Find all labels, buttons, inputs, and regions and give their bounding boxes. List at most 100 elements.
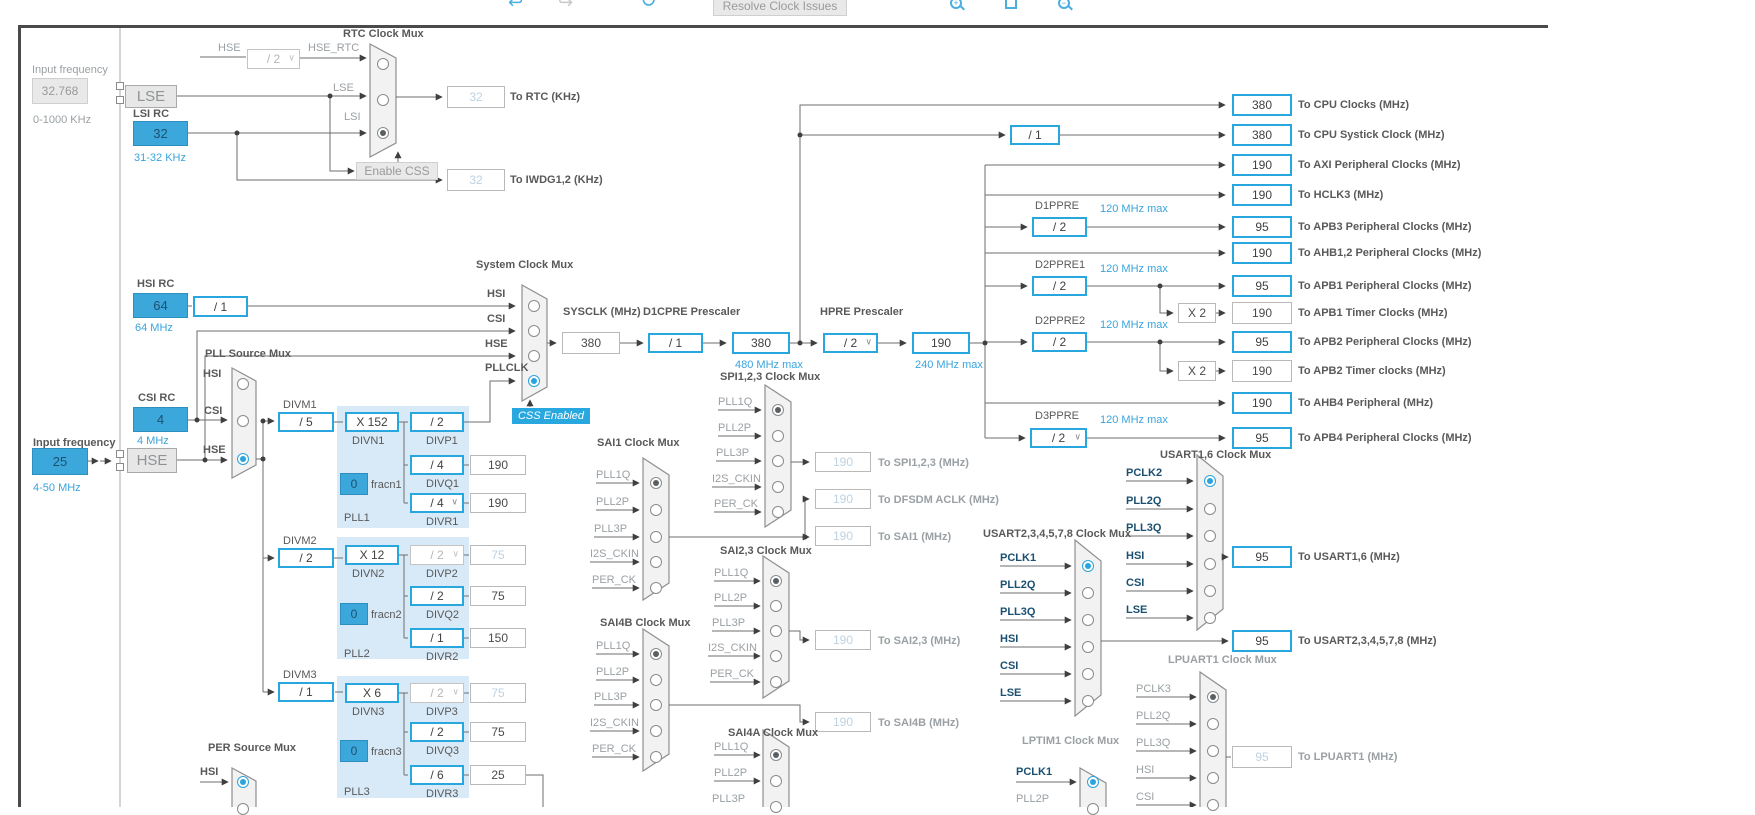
- radio-usart2-csi[interactable]: [1082, 668, 1094, 680]
- radio-usart2-pclk1[interactable]: [1082, 560, 1094, 572]
- cpu-systick-freq-box[interactable]: 380: [1232, 124, 1292, 146]
- hse-source-box[interactable]: HSE: [127, 448, 177, 473]
- radio-per-hsi[interactable]: [237, 776, 249, 788]
- radio-per-csi[interactable]: [237, 803, 249, 815]
- fracn3-box[interactable]: 0: [340, 740, 368, 762]
- radio-sys-csi[interactable]: [528, 325, 540, 337]
- cpu-clocks-freq-box[interactable]: 380: [1232, 94, 1292, 116]
- zoom-in-icon[interactable]: +: [950, 0, 962, 9]
- hclk3-freq-box[interactable]: 190: [1232, 184, 1292, 206]
- hpre-dropdown[interactable]: / 2∨: [823, 333, 878, 353]
- redo-icon[interactable]: ↪: [558, 0, 574, 12]
- divn3-box[interactable]: X 6: [345, 683, 399, 703]
- radio-usart16-pclk2[interactable]: [1204, 475, 1216, 487]
- undo-icon[interactable]: ↩: [508, 0, 524, 12]
- divr3-box[interactable]: / 6: [410, 765, 464, 785]
- radio-pllsrc-hsi[interactable]: [237, 378, 249, 390]
- divq3-box[interactable]: / 2: [410, 722, 464, 742]
- radio-sai23-per-ck[interactable]: [770, 676, 782, 688]
- radio-usart16-hsi[interactable]: [1204, 558, 1216, 570]
- radio-sai1-pll1q[interactable]: [650, 477, 662, 489]
- d1ppre-box[interactable]: / 2: [1032, 217, 1087, 237]
- divm2-box[interactable]: / 2: [278, 548, 334, 568]
- hse-input-frequency-field[interactable]: 25: [32, 448, 88, 475]
- ahb12-freq-box[interactable]: 190: [1232, 242, 1292, 264]
- radio-sys-hse[interactable]: [528, 350, 540, 362]
- divp1-box[interactable]: / 2: [410, 412, 464, 432]
- radio-usart16-pll2q[interactable]: [1204, 503, 1216, 515]
- divn1-box[interactable]: X 152: [345, 412, 399, 432]
- radio-sai4a-pll1q[interactable]: [770, 749, 782, 761]
- usart16-freq-box[interactable]: 95: [1232, 546, 1292, 568]
- radio-sys-pllclk[interactable]: [528, 375, 540, 387]
- radio-sai23-pll1q[interactable]: [770, 575, 782, 587]
- radio-spi-per-ck[interactable]: [772, 506, 784, 518]
- divq2-box[interactable]: / 2: [410, 586, 464, 606]
- radio-lptim1-pll2p[interactable]: [1087, 803, 1099, 815]
- divm3-box[interactable]: / 1: [278, 682, 334, 702]
- divn2-box[interactable]: X 12: [345, 545, 399, 565]
- radio-spi-pll2p[interactable]: [772, 430, 784, 442]
- d1cpre-box[interactable]: / 1: [648, 333, 703, 353]
- radio-sai4b-pll1q[interactable]: [650, 648, 662, 660]
- radio-usart2-pll2q[interactable]: [1082, 587, 1094, 599]
- lse-source-box[interactable]: LSE: [125, 85, 177, 108]
- ahb4-freq-box[interactable]: 190: [1232, 392, 1292, 414]
- d1cpre-freq-box[interactable]: 380: [732, 332, 790, 354]
- radio-rtc-hse-rtc[interactable]: [377, 58, 389, 70]
- divm1-box[interactable]: / 5: [278, 412, 334, 432]
- apb1-freq-box[interactable]: 95: [1232, 275, 1292, 297]
- radio-sai23-pll3p[interactable]: [770, 625, 782, 637]
- axi-freq-box[interactable]: 190: [1232, 154, 1292, 176]
- radio-usart16-pll3q[interactable]: [1204, 530, 1216, 542]
- usart2-freq-box[interactable]: 95: [1232, 630, 1292, 652]
- radio-sai1-per-ck[interactable]: [650, 582, 662, 594]
- d2ppre1-box[interactable]: / 2: [1032, 276, 1087, 296]
- radio-spi-i2s-ckin[interactable]: [772, 481, 784, 493]
- radio-sai1-i2s-ckin[interactable]: [650, 556, 662, 568]
- divq1-box[interactable]: / 4: [410, 455, 464, 475]
- radio-sai1-pll2p[interactable]: [650, 504, 662, 516]
- radio-sai4b-per-ck[interactable]: [650, 751, 662, 763]
- radio-sys-hsi[interactable]: [528, 300, 540, 312]
- radio-lpuart1-pll3q[interactable]: [1207, 745, 1219, 757]
- apb3-freq-box[interactable]: 95: [1232, 216, 1292, 238]
- divr2-box[interactable]: / 1: [410, 628, 464, 648]
- radio-lptim1-pclk1[interactable]: [1087, 776, 1099, 788]
- apb2-freq-box[interactable]: 95: [1232, 331, 1292, 353]
- hsi-rc-box[interactable]: 64: [133, 293, 188, 318]
- d3ppre-dropdown[interactable]: / 2∨: [1030, 428, 1087, 448]
- zoom-out-icon[interactable]: −: [1058, 0, 1070, 9]
- rtc-hse-divider-dropdown[interactable]: / 2∨: [247, 49, 300, 69]
- radio-sai23-i2s-ckin[interactable]: [770, 650, 782, 662]
- apb4-freq-box[interactable]: 95: [1232, 427, 1292, 449]
- radio-sai4b-pll3p[interactable]: [650, 699, 662, 711]
- radio-lpuart1-pll2q[interactable]: [1207, 718, 1219, 730]
- radio-sai1-pll3p[interactable]: [650, 531, 662, 543]
- hsi-divider-box[interactable]: / 1: [193, 296, 248, 317]
- radio-sai4a-pll3p[interactable]: [770, 801, 782, 813]
- csi-rc-box[interactable]: 4: [133, 407, 188, 432]
- zoom-fit-icon[interactable]: [1005, 0, 1017, 9]
- radio-usart16-lse[interactable]: [1204, 612, 1216, 624]
- fracn2-box[interactable]: 0: [340, 603, 368, 625]
- radio-usart2-pll3q[interactable]: [1082, 614, 1094, 626]
- radio-lpuart1-csi[interactable]: [1207, 799, 1219, 811]
- radio-rtc-lsi[interactable]: [377, 127, 389, 139]
- resolve-clock-issues-button[interactable]: Resolve Clock Issues: [713, 0, 847, 16]
- radio-sai4b-i2s-ckin[interactable]: [650, 725, 662, 737]
- radio-spi-pll1q[interactable]: [772, 404, 784, 416]
- radio-usart16-csi[interactable]: [1204, 585, 1216, 597]
- hclk-freq-box[interactable]: 190: [912, 332, 970, 354]
- lsi-rc-box[interactable]: 32: [133, 121, 188, 146]
- radio-rtc-lse[interactable]: [377, 94, 389, 106]
- systick-divider-box[interactable]: / 1: [1010, 125, 1060, 145]
- d2ppre2-box[interactable]: / 2: [1032, 332, 1087, 352]
- radio-pllsrc-csi[interactable]: [237, 415, 249, 427]
- radio-spi-pll3p[interactable]: [772, 455, 784, 467]
- radio-sai4a-pll2p[interactable]: [770, 775, 782, 787]
- enable-css-button[interactable]: Enable CSS: [356, 162, 438, 180]
- radio-sai4b-pll2p[interactable]: [650, 674, 662, 686]
- refresh-icon[interactable]: ↻: [640, 0, 657, 12]
- radio-sai23-pll2p[interactable]: [770, 600, 782, 612]
